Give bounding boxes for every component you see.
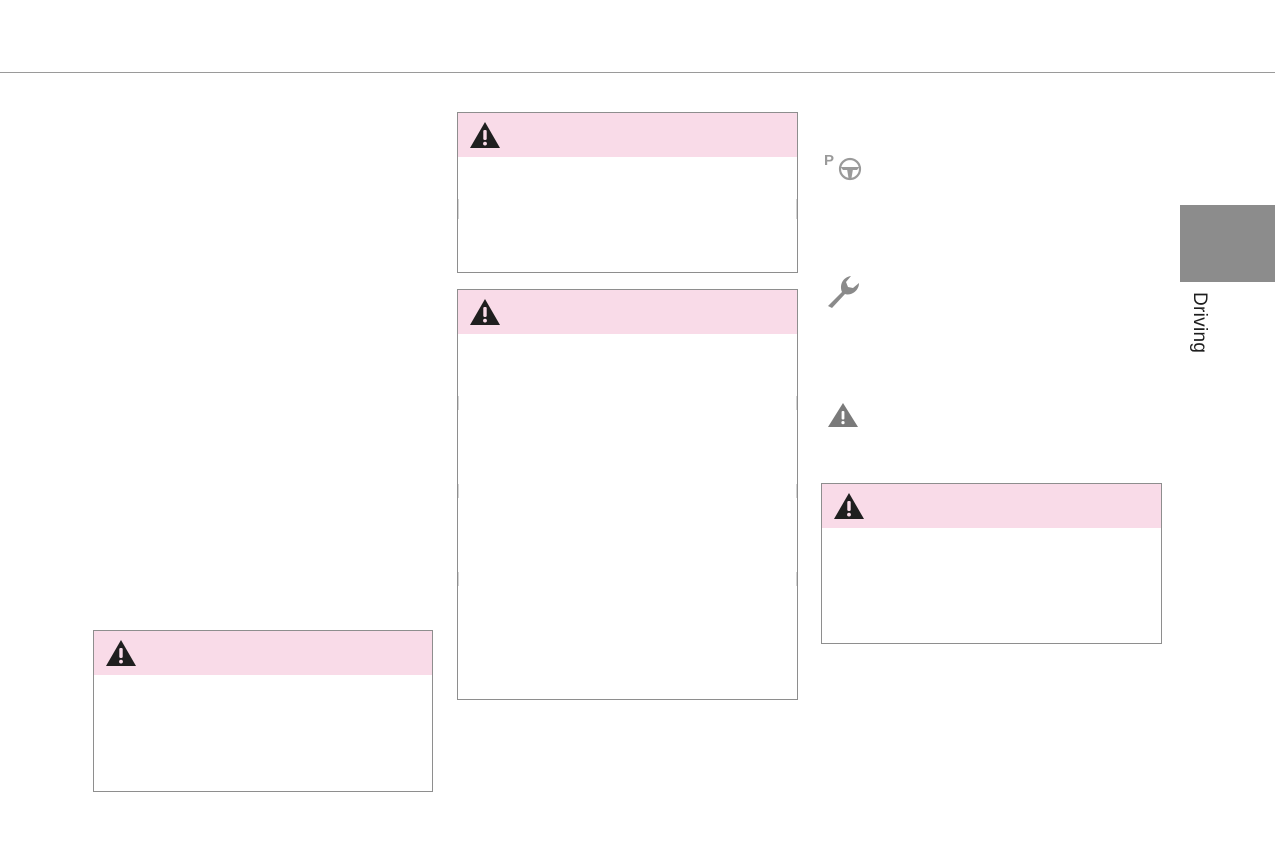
- margin-mark: [458, 199, 459, 219]
- warning-box: [457, 289, 798, 700]
- chapter-tab[interactable]: [1180, 205, 1275, 282]
- warning-box: [821, 483, 1162, 644]
- wrench-icon: [828, 276, 859, 308]
- chapter-label: Driving: [1180, 292, 1210, 372]
- warning-triangle-icon: [470, 122, 500, 148]
- margin-mark: [458, 396, 459, 410]
- warning-box: [457, 112, 798, 273]
- warning-triangle-icon: [106, 640, 136, 666]
- margin-mark: [796, 396, 797, 410]
- margin-mark: [796, 572, 797, 586]
- header-rule: [0, 72, 1275, 73]
- margin-mark: [458, 572, 459, 586]
- warning-triangle-icon: [834, 493, 864, 519]
- parking-letter: P: [824, 152, 834, 169]
- chapter-label-text: Driving: [1189, 292, 1210, 354]
- warning-triangle-icon: [828, 403, 858, 427]
- warning-header: [458, 290, 797, 334]
- margin-mark: [796, 199, 797, 219]
- warning-header: [458, 113, 797, 157]
- warning-header: [822, 484, 1161, 528]
- warning-triangle-icon: [470, 299, 500, 325]
- parking-steering-icon: P: [824, 152, 862, 181]
- margin-mark: [458, 484, 459, 498]
- warning-header: [94, 631, 432, 675]
- warning-box: [93, 630, 433, 792]
- margin-mark: [796, 484, 797, 498]
